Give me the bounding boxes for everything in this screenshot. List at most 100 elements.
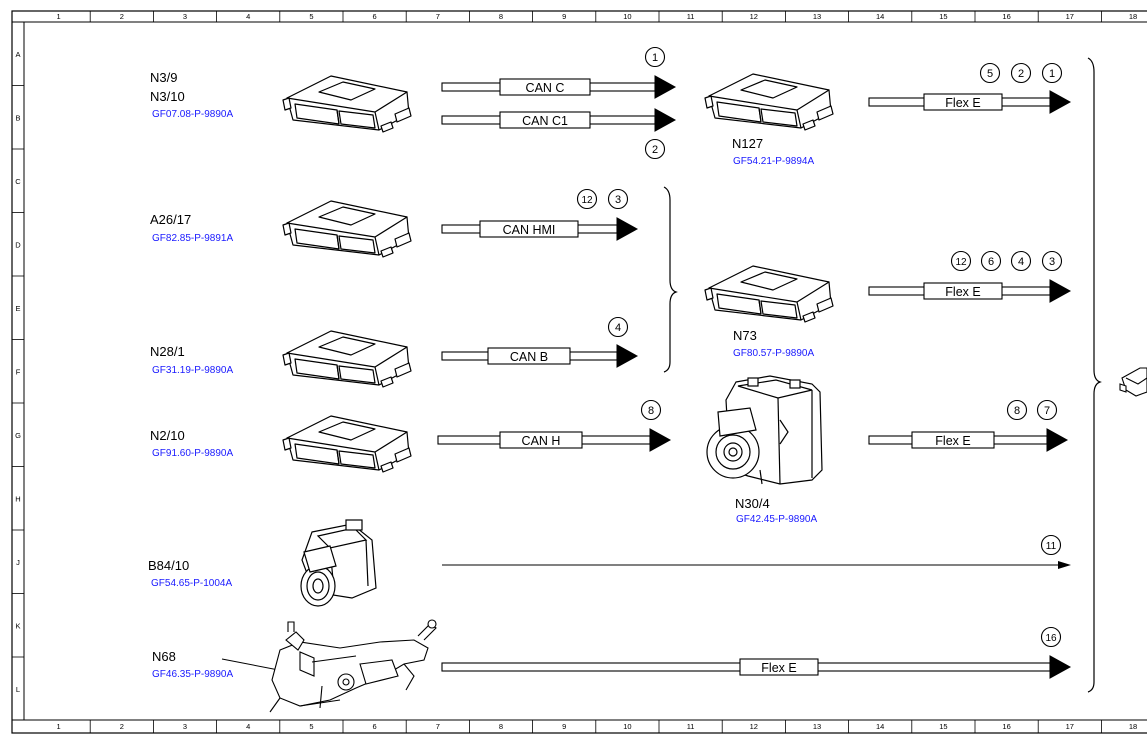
marker-number: 2: [652, 144, 658, 156]
grid-col-label: 2: [120, 722, 124, 731]
component-ref-link[interactable]: GF46.35-P-9890A: [152, 669, 233, 680]
control-unit-icon: [282, 415, 412, 473]
component-ref-link[interactable]: GF80.57-P-9890A: [733, 348, 814, 359]
grid-col-label: 7: [436, 12, 440, 21]
bus-label-flex-n30: Flex E: [935, 434, 970, 448]
marker-number: 16: [1045, 633, 1057, 644]
bus-label-can-c: CAN C: [526, 81, 565, 95]
marker-number: 1: [652, 52, 658, 64]
control-unit-icon: [704, 265, 834, 323]
label-n28: N28/1 GF31.19-P-9890A: [150, 344, 233, 376]
bus-flex-n30: [868, 428, 1069, 452]
bus-flex-n68: [441, 655, 1072, 679]
marker-number: 2: [1018, 68, 1024, 80]
marker-number: 8: [648, 405, 654, 417]
grid-col-label: 11: [687, 12, 695, 21]
marker-number: 8: [1014, 405, 1020, 417]
grid-row-label: A: [15, 50, 20, 59]
grid-col-label: 18: [1129, 12, 1137, 21]
grid-col-label: 15: [939, 722, 947, 731]
component-code: B84/10: [148, 558, 189, 573]
marker-callout: 2: [644, 138, 666, 160]
label-n30: N30/4 GF42.45-P-9890A: [735, 496, 817, 525]
grid-row-label: H: [15, 494, 20, 503]
component-ref-link[interactable]: GF42.45-P-9890A: [736, 514, 817, 525]
marker-callout: 4: [607, 316, 629, 338]
component-ref-link[interactable]: GF54.65-P-1004A: [151, 578, 232, 589]
marker-callout: 3: [1041, 250, 1063, 272]
label-n2: N2/10 GF91.60-P-9890A: [150, 428, 233, 459]
component-code: N68: [152, 649, 176, 664]
marker-callout: 11: [1040, 534, 1062, 556]
component-ref-link[interactable]: GF54.21-P-9894A: [733, 156, 814, 167]
bus-flex-n73: [868, 279, 1072, 303]
esp-unit-icon: [706, 375, 823, 485]
drawing-frame: 1122334455667788991010111112121313141415…: [11, 10, 1147, 734]
camera-icon: [300, 519, 377, 607]
component-ref-link[interactable]: GF91.60-P-9890A: [152, 448, 233, 459]
marker-number: 4: [615, 322, 621, 334]
component-code: N2/10: [150, 428, 185, 443]
grid-col-label: 14: [876, 12, 884, 21]
marker-number: 6: [988, 256, 994, 268]
grid-col-label: 13: [813, 722, 821, 731]
marker-callout: 12: [576, 188, 598, 210]
grid-col-label: 1: [57, 722, 61, 731]
component-code: N73: [733, 328, 757, 343]
control-unit-icon: [282, 75, 412, 133]
label-a26: A26/17 GF82.85-P-9891A: [150, 212, 233, 244]
marker-number: 4: [1018, 256, 1024, 268]
grid-row-label: L: [16, 685, 20, 694]
marker-callout: 12: [950, 250, 972, 272]
grid-col-label: 18: [1129, 722, 1137, 731]
bus-label-can-c1: CAN C1: [522, 114, 568, 128]
grid-col-label: 14: [876, 722, 884, 731]
marker-callout: 8: [1006, 399, 1028, 421]
marker-number: 12: [955, 257, 967, 268]
grid-row-label: J: [16, 558, 20, 567]
bus-can-c1: [441, 108, 677, 132]
component-code: N3/9: [150, 70, 177, 85]
component-ref-link[interactable]: GF82.85-P-9891A: [152, 233, 233, 244]
marker-number: 11: [1046, 541, 1057, 552]
component-code: N127: [732, 136, 763, 151]
grid-col-label: 6: [373, 12, 377, 21]
marker-callout: 6: [980, 250, 1002, 272]
component-ref-link[interactable]: GF07.08-P-9890A: [152, 109, 233, 120]
bus-label-flex-n73: Flex E: [945, 285, 980, 299]
bus-can-b: [441, 344, 639, 368]
grid-row-label: D: [15, 240, 21, 249]
bus-can-h: [437, 428, 672, 452]
marker-callout: 3: [607, 188, 629, 210]
grid-row-label: F: [16, 367, 21, 376]
marker-number: 3: [615, 194, 621, 206]
bus-can-hmi: [441, 217, 639, 241]
grid-col-label: 15: [939, 12, 947, 21]
component-ref-link[interactable]: GF31.19-P-9890A: [152, 365, 233, 376]
grid-col-label: 5: [309, 722, 313, 731]
grid-col-label: 17: [1066, 12, 1074, 21]
label-b84: B84/10 GF54.65-P-1004A: [148, 558, 232, 589]
grid-col-label: 3: [183, 12, 187, 21]
control-unit-icon: [282, 200, 412, 258]
left-brace: [663, 186, 678, 373]
marker-callout: 1: [1041, 62, 1063, 84]
marker-number: 7: [1044, 405, 1050, 417]
grid-col-label: 12: [750, 12, 758, 21]
grid-col-label: 10: [623, 722, 631, 731]
bus-label-can-b: CAN B: [510, 350, 548, 364]
label-n73: N73 GF80.57-P-9890A: [733, 328, 814, 359]
marker-number: 1: [1049, 68, 1055, 80]
right-brace: [1087, 57, 1102, 693]
marker-callout: 16: [1040, 626, 1062, 648]
grid-col-label: 16: [1002, 12, 1010, 21]
bus-label-can-hmi: CAN HMI: [503, 223, 556, 237]
grid-row-label: B: [15, 113, 20, 122]
grid-col-label: 10: [623, 12, 631, 21]
bus-can-c: [441, 75, 677, 99]
grid-col-label: 8: [499, 722, 503, 731]
grid-col-label: 13: [813, 12, 821, 21]
grid-col-label: 16: [1002, 722, 1010, 731]
